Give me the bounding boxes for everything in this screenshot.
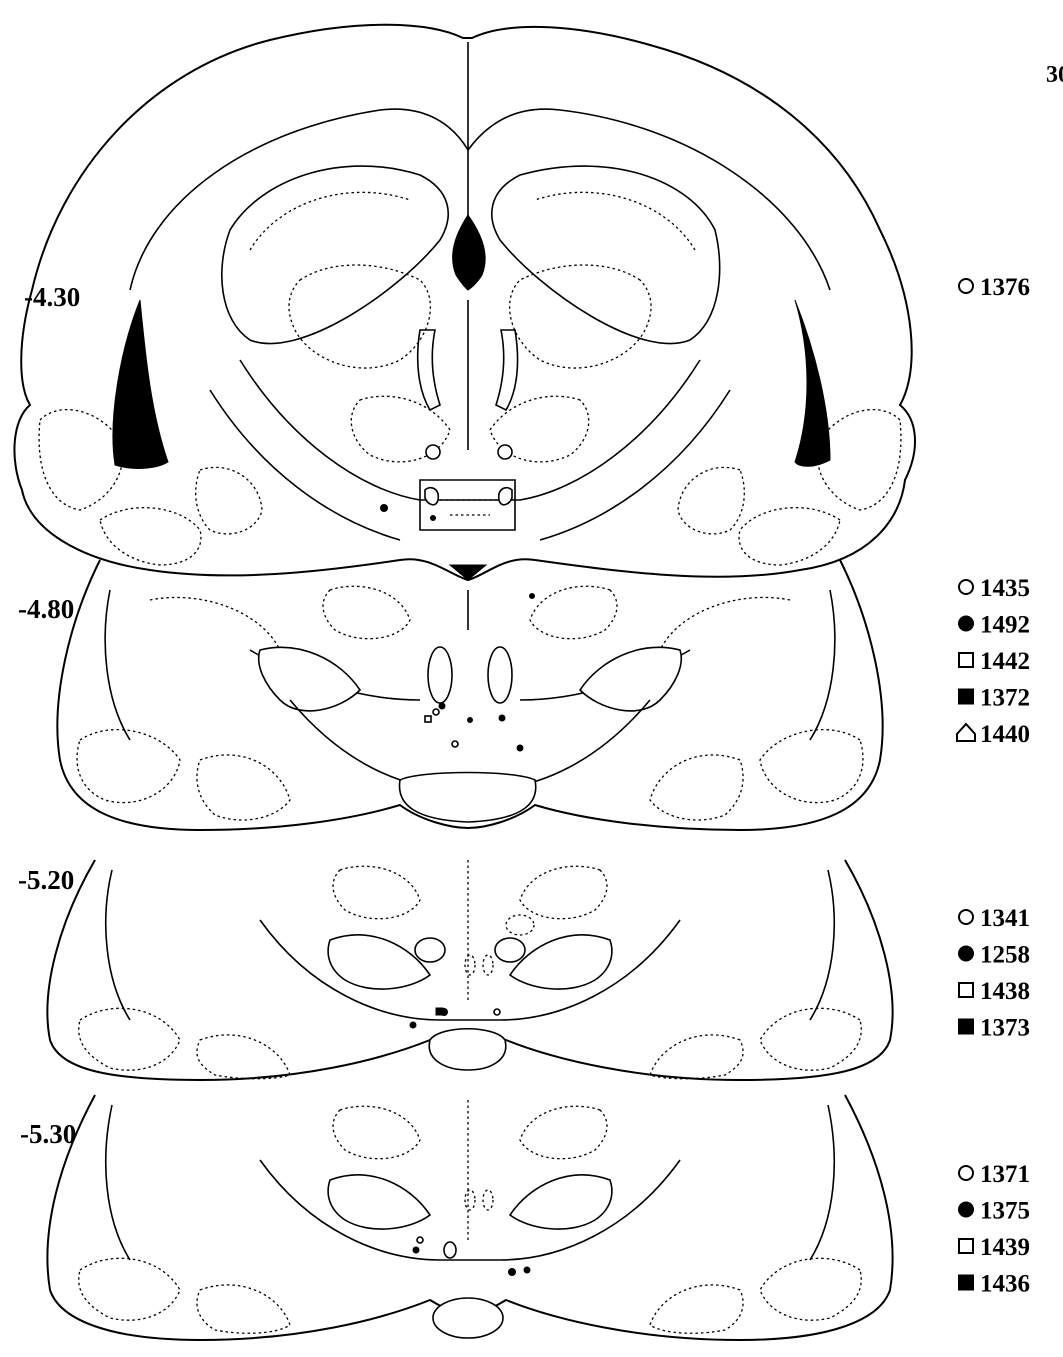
legend-marker-open-square bbox=[959, 1239, 973, 1253]
legend-marker-open-circle bbox=[959, 1166, 973, 1180]
legend-label: 1440 bbox=[980, 721, 1030, 748]
section-2-coordinate: -4.80 bbox=[18, 594, 74, 624]
legend-label: 1436 bbox=[980, 1271, 1030, 1298]
legend-entry: 1438 bbox=[959, 978, 1030, 1005]
legend-label: 1492 bbox=[980, 612, 1030, 639]
legend-entry: 1442 bbox=[959, 648, 1030, 675]
legend-entry: 1373 bbox=[959, 1015, 1030, 1042]
legend-entry: 1341 bbox=[959, 905, 1030, 932]
legend-label: 1341 bbox=[980, 905, 1030, 932]
section-2-brain-slice bbox=[57, 560, 882, 830]
legend-marker-filled-square bbox=[959, 690, 973, 704]
legend-marker-filled-circle bbox=[959, 1203, 973, 1217]
legend-entry: 1440 bbox=[957, 721, 1030, 748]
legend-label: 1372 bbox=[980, 685, 1030, 712]
legend-marker-filled-square bbox=[959, 1020, 973, 1034]
legend-marker-open-circle bbox=[959, 580, 973, 594]
legend-label: 1373 bbox=[980, 1015, 1030, 1042]
legend-entry: 1376 bbox=[959, 274, 1030, 301]
legend-marker-open-circle bbox=[959, 910, 973, 924]
section-4-coordinate: -5.30 bbox=[20, 1119, 76, 1149]
legend-marker-open-triangle bbox=[957, 724, 975, 741]
legend-entry: 1258 bbox=[959, 942, 1030, 969]
legend-label: 1258 bbox=[980, 942, 1030, 969]
legend-entry: 1439 bbox=[959, 1234, 1030, 1261]
legend-marker-filled-square bbox=[959, 1276, 973, 1290]
section-1-coordinate: -4.30 bbox=[24, 282, 80, 312]
section-1-brain-slice bbox=[14, 25, 915, 580]
legend-entry: 1375 bbox=[959, 1198, 1030, 1225]
legend-column: 1376 1435 1492 1442 1372 1440 1341 1258 1438 1373… bbox=[957, 274, 1030, 1298]
legend-label: 1439 bbox=[980, 1234, 1030, 1261]
legend-entry: 1371 bbox=[959, 1161, 1030, 1188]
section-4-brain-slice bbox=[47, 1095, 892, 1340]
legend-label: 1371 bbox=[980, 1161, 1030, 1188]
section-3-coordinate: -5.20 bbox=[18, 865, 74, 895]
legend-label: 1375 bbox=[980, 1198, 1030, 1225]
legend-label: 1435 bbox=[980, 575, 1030, 602]
legend-entry: 1436 bbox=[959, 1271, 1030, 1298]
section-3-brain-slice bbox=[47, 860, 892, 1080]
legend-marker-filled-circle bbox=[959, 947, 973, 961]
legend-marker-open-square bbox=[959, 653, 973, 667]
legend-entry: 1372 bbox=[959, 685, 1030, 712]
legend-entry: 1435 bbox=[959, 575, 1030, 602]
legend-marker-open-square bbox=[959, 983, 973, 997]
legend-marker-filled-circle bbox=[959, 617, 973, 631]
legend-marker-open-circle bbox=[959, 279, 973, 293]
legend-label: 1442 bbox=[980, 648, 1030, 675]
legend-label: 1376 bbox=[980, 274, 1030, 301]
legend-entry: 1492 bbox=[959, 612, 1030, 639]
page-number: 30 bbox=[1046, 62, 1063, 88]
legend-label: 1438 bbox=[980, 978, 1030, 1005]
